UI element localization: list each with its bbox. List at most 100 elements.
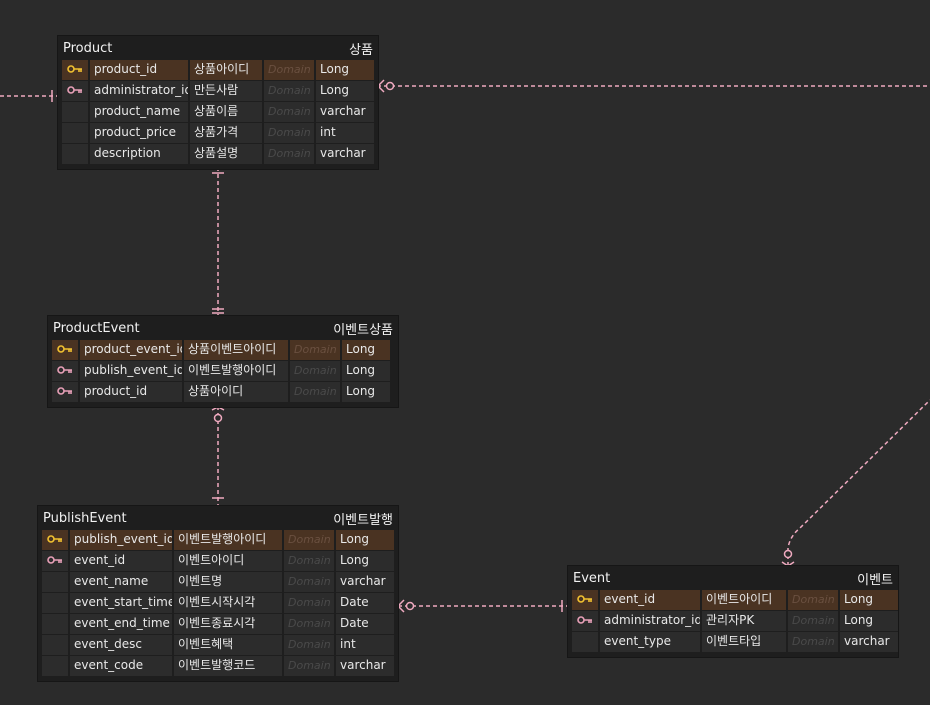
column-comment[interactable]: 만든사람 bbox=[190, 81, 264, 101]
column-type[interactable]: Long bbox=[316, 60, 374, 80]
column-name[interactable]: publish_event_id bbox=[80, 361, 184, 381]
column-comment[interactable]: 상품아이디 bbox=[190, 60, 264, 80]
column-name[interactable]: product_event_id bbox=[80, 340, 184, 360]
column-type[interactable]: Long bbox=[840, 611, 898, 631]
column-domain[interactable]: Domain bbox=[264, 81, 316, 101]
column-domain[interactable]: Domain bbox=[284, 530, 336, 550]
column-type[interactable]: varchar bbox=[840, 632, 898, 652]
column-comment[interactable]: 상품아이디 bbox=[184, 382, 290, 402]
column-type[interactable]: Long bbox=[336, 551, 394, 571]
column-name[interactable]: event_desc bbox=[70, 635, 174, 655]
column-domain[interactable]: Domain bbox=[290, 382, 342, 402]
column-domain[interactable]: Domain bbox=[264, 123, 316, 143]
column-domain[interactable]: Domain bbox=[284, 593, 336, 613]
column-domain[interactable]: Domain bbox=[264, 60, 316, 80]
column-type[interactable]: Date bbox=[336, 614, 394, 634]
column-type[interactable]: Long bbox=[336, 530, 394, 550]
column-domain[interactable]: Domain bbox=[788, 611, 840, 631]
column-name[interactable]: product_id bbox=[80, 382, 184, 402]
column-type[interactable]: Long bbox=[840, 590, 898, 610]
column-domain[interactable]: Domain bbox=[284, 572, 336, 592]
column-name[interactable]: event_code bbox=[70, 656, 174, 676]
column-comment[interactable]: 이벤트발행코드 bbox=[174, 656, 284, 676]
column-type[interactable]: Long bbox=[342, 361, 390, 381]
column-comment[interactable]: 이벤트명 bbox=[174, 572, 284, 592]
column-comment[interactable]: 이벤트혜택 bbox=[174, 635, 284, 655]
column-comment[interactable]: 상품이름 bbox=[190, 102, 264, 122]
column-domain[interactable]: Domain bbox=[284, 614, 336, 634]
column-name[interactable]: publish_event_id bbox=[70, 530, 174, 550]
column-name[interactable]: event_type bbox=[600, 632, 702, 652]
column-name[interactable]: administrator_id bbox=[90, 81, 190, 101]
column-type[interactable]: int bbox=[336, 635, 394, 655]
column-type[interactable]: varchar bbox=[316, 102, 374, 122]
column-comment[interactable]: 이벤트시작시각 bbox=[174, 593, 284, 613]
column-domain[interactable]: Domain bbox=[788, 590, 840, 610]
column-domain[interactable]: Domain bbox=[788, 632, 840, 652]
column-domain[interactable]: Domain bbox=[284, 551, 336, 571]
column-comment[interactable]: 상품설명 bbox=[190, 144, 264, 164]
column-name[interactable]: event_end_time bbox=[70, 614, 174, 634]
column-comment[interactable]: 이벤트아이디 bbox=[702, 590, 788, 610]
column-domain[interactable]: Domain bbox=[290, 340, 342, 360]
column-type[interactable]: varchar bbox=[316, 144, 374, 164]
column-name[interactable]: event_id bbox=[70, 551, 174, 571]
column-name[interactable]: event_name bbox=[70, 572, 174, 592]
column-type[interactable]: varchar bbox=[336, 572, 394, 592]
column-name[interactable]: description bbox=[90, 144, 190, 164]
column-domain[interactable]: Domain bbox=[264, 102, 316, 122]
column-name[interactable]: product_id bbox=[90, 60, 190, 80]
column-type[interactable]: Long bbox=[342, 382, 390, 402]
column-name[interactable]: product_price bbox=[90, 123, 190, 143]
column-name[interactable]: product_name bbox=[90, 102, 190, 122]
column-type[interactable]: Date bbox=[336, 593, 394, 613]
column-comment[interactable]: 이벤트발행아이디 bbox=[184, 361, 290, 381]
column-type[interactable]: int bbox=[316, 123, 374, 143]
column-name[interactable]: administrator_id bbox=[600, 611, 702, 631]
link-event-right[interactable] bbox=[787, 399, 930, 566]
column-domain[interactable]: Domain bbox=[284, 635, 336, 655]
column-domain[interactable]: Domain bbox=[264, 144, 316, 164]
column-comment[interactable]: 상품가격 bbox=[190, 123, 264, 143]
column-comment[interactable]: 이벤트아이디 bbox=[174, 551, 284, 571]
column-type[interactable]: Long bbox=[342, 340, 390, 360]
column-comment[interactable]: 이벤트발행아이디 bbox=[174, 530, 284, 550]
column-comment[interactable]: 관리자PK bbox=[702, 611, 788, 631]
column-comment[interactable]: 이벤트타입 bbox=[702, 632, 788, 652]
column-name[interactable]: event_start_time bbox=[70, 593, 174, 613]
column-name[interactable]: event_id bbox=[600, 590, 702, 610]
column-type[interactable]: varchar bbox=[336, 656, 394, 676]
column-type[interactable]: Long bbox=[316, 81, 374, 101]
column-domain[interactable]: Domain bbox=[284, 656, 336, 676]
column-comment[interactable]: 상품이벤트아이디 bbox=[184, 340, 290, 360]
column-domain[interactable]: Domain bbox=[290, 361, 342, 381]
column-comment[interactable]: 이벤트종료시각 bbox=[174, 614, 284, 634]
many-mark bbox=[396, 599, 405, 613]
